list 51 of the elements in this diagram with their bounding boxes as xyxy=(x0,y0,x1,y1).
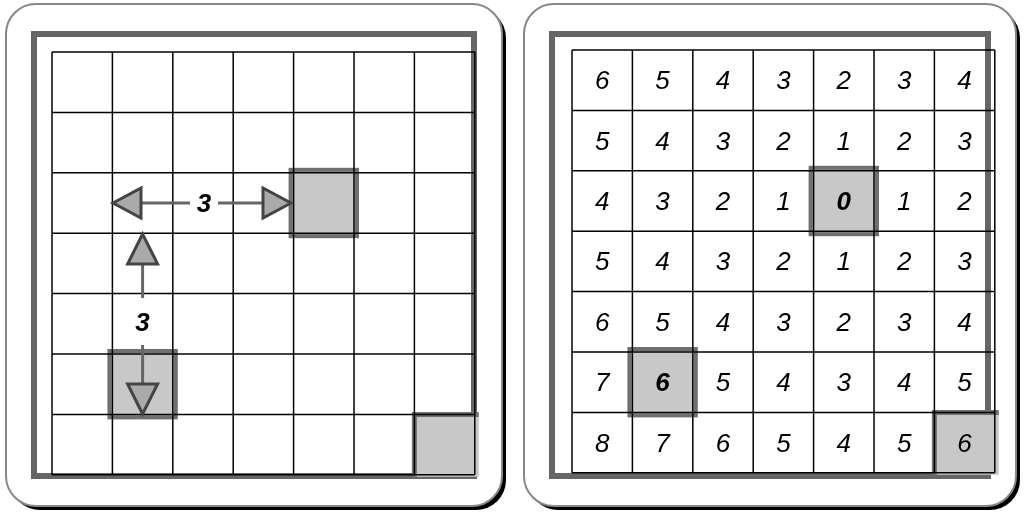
distance-value: 3 xyxy=(714,126,732,155)
distance-value: 2 xyxy=(775,126,792,155)
distance-value: 4 xyxy=(654,247,671,276)
distance-value: 4 xyxy=(956,66,973,95)
distance-label: 3 xyxy=(134,308,151,336)
distance-value: 5 xyxy=(775,428,792,457)
distance-value: 4 xyxy=(956,307,973,336)
distance-value: 4 xyxy=(775,368,792,397)
distance-value: 7 xyxy=(593,368,612,397)
distance-value: 0 xyxy=(835,186,852,216)
distance-value: 2 xyxy=(895,247,913,276)
distance-value: 2 xyxy=(895,126,913,155)
distance-value: 3 xyxy=(895,307,913,336)
distance-value: 2 xyxy=(835,307,852,336)
distance-value: 4 xyxy=(895,368,913,397)
distance-value: 3 xyxy=(775,307,792,336)
distance-value: 5 xyxy=(593,247,611,276)
distance-value: 5 xyxy=(956,368,973,397)
distance-value: 5 xyxy=(654,66,671,95)
distance-value: 6 xyxy=(956,428,973,457)
distance-value: 2 xyxy=(956,186,973,216)
distance-value: 2 xyxy=(835,66,852,95)
distance-value: 5 xyxy=(654,307,671,336)
distance-value: 5 xyxy=(895,428,913,457)
distance-value: 4 xyxy=(654,126,671,155)
distance-value: 3 xyxy=(775,66,792,95)
distance-value: 8 xyxy=(593,428,611,457)
distance-value: 3 xyxy=(654,186,671,216)
distance-value: 1 xyxy=(835,247,852,276)
distance-value: 5 xyxy=(593,126,611,155)
distance-value: 6 xyxy=(593,66,611,95)
distance-value: 3 xyxy=(835,368,852,397)
distance-value: 4 xyxy=(835,428,852,457)
distance-value: 3 xyxy=(714,247,732,276)
distance-value: 3 xyxy=(956,247,973,276)
distance-value: 2 xyxy=(775,247,792,276)
distance-value: 6 xyxy=(714,428,732,457)
distance-value: 4 xyxy=(714,307,732,336)
distance-value: 6 xyxy=(654,368,671,397)
distance-value: 1 xyxy=(775,186,792,216)
distance-value: 1 xyxy=(835,126,852,155)
distance-value: 3 xyxy=(895,66,913,95)
distance-value: 4 xyxy=(593,186,611,216)
distance-value: 5 xyxy=(714,368,732,397)
distance-label: 3 xyxy=(195,189,213,217)
distance-value: 3 xyxy=(956,126,973,155)
distance-value: 2 xyxy=(714,186,732,216)
distance-value: 7 xyxy=(654,428,672,457)
distance-value: 6 xyxy=(593,307,611,336)
distance-value: 4 xyxy=(714,66,732,95)
distance-value: 1 xyxy=(895,186,913,216)
